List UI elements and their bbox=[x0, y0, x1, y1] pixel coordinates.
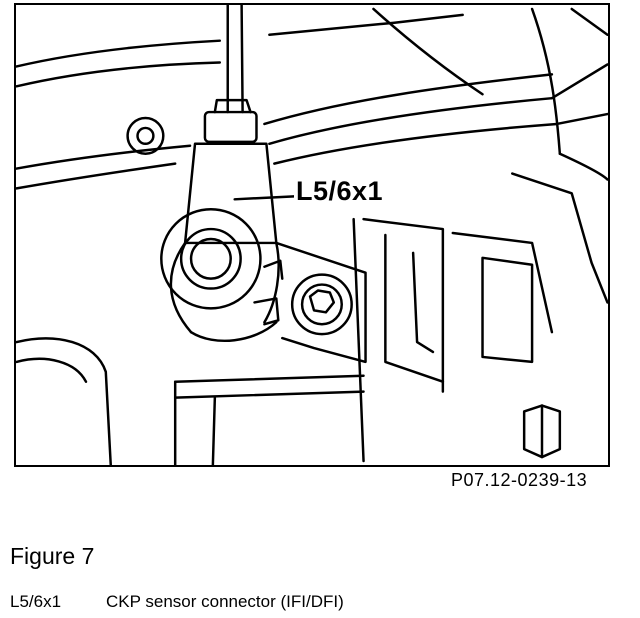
legend-item-description: CKP sensor connector (IFI/DFI) bbox=[106, 592, 344, 611]
ckp-connector bbox=[160, 98, 284, 343]
engine-illustration-frame bbox=[14, 3, 610, 467]
engine-line-drawing bbox=[16, 5, 608, 465]
figure-caption-title: Figure 7 bbox=[10, 543, 95, 569]
callout-leader-line bbox=[233, 195, 296, 201]
legend-item-code: L5/6x1 bbox=[10, 592, 62, 611]
bolt-bracket bbox=[275, 241, 367, 364]
sensor-cable bbox=[226, 5, 244, 114]
lower-nut bbox=[522, 404, 562, 459]
mounting-boss bbox=[126, 116, 165, 155]
lower-casing bbox=[16, 337, 365, 465]
figure-reference-code: P07.12-0239-13 bbox=[451, 470, 588, 490]
legend-item: L5/6x1 CKP sensor connector (IFI/DFI) bbox=[10, 592, 344, 612]
housing-lines bbox=[16, 7, 559, 190]
connector-callout-label: L5/6x1 bbox=[294, 176, 386, 206]
gearbox-housing bbox=[352, 7, 608, 463]
